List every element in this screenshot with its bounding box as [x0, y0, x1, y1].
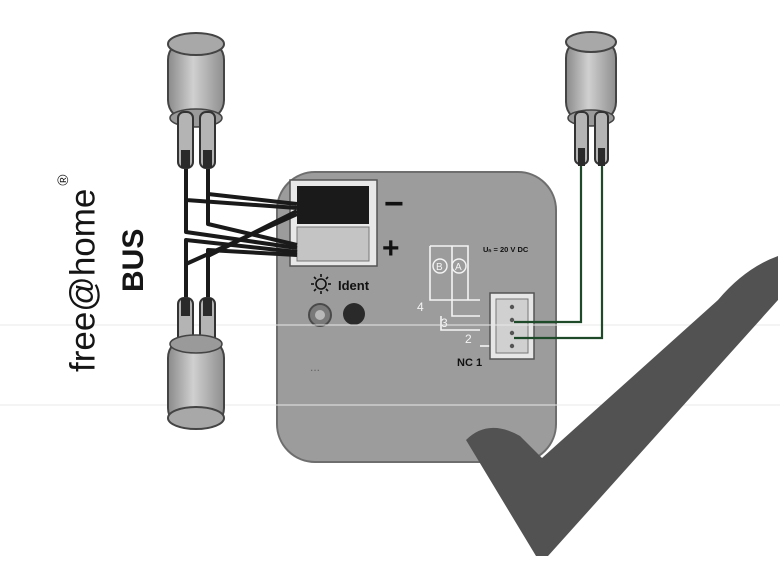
symbol-a: A: [455, 262, 462, 273]
plus-label: +: [382, 232, 400, 265]
bus-wires: [184, 168, 298, 300]
ident-button[interactable]: [343, 303, 365, 325]
bus-terminal: [289, 179, 378, 267]
voltage-label: Uₙ = 20 V DC: [483, 245, 529, 254]
bus-label: BUS: [117, 228, 150, 292]
ident-label: Ident: [338, 278, 370, 293]
brand-label: free@home ®: [55, 112, 103, 372]
pin-3-label: 3: [441, 316, 448, 330]
brand-text: free@home: [63, 188, 103, 372]
pin-nc1-label: NC 1: [457, 357, 482, 369]
symbol-b-circle: [432, 258, 448, 274]
symbol-a-circle: [451, 258, 467, 274]
input-wires: [514, 166, 604, 340]
terminal-minus-slot: [297, 186, 369, 224]
pin-4-label: 4: [417, 300, 424, 314]
input-schematic: [429, 245, 490, 347]
bus-cable-bottom: [167, 297, 225, 430]
input-cable: [565, 31, 617, 166]
pin-2-label: 2: [465, 332, 472, 346]
sun-icon: [311, 274, 331, 294]
terminal-plus-slot: [296, 226, 370, 262]
checkmark-icon: [466, 256, 778, 556]
symbol-b: B: [436, 262, 443, 273]
device-dots: ...: [310, 360, 320, 374]
registered-mark: ®: [55, 174, 72, 186]
minus-label: −: [384, 185, 404, 223]
input-connector: [489, 292, 535, 360]
bus-cable-top: [167, 32, 225, 169]
